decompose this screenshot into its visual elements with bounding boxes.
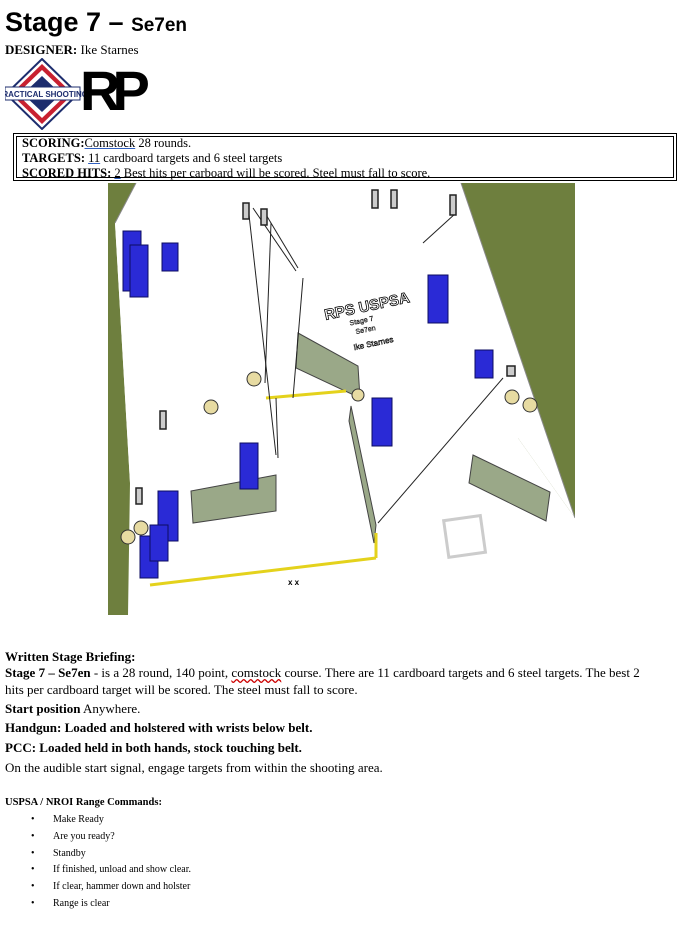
uspsa-logo-text: PRACTICAL SHOOTING [5,90,88,99]
shooting-box [441,513,488,560]
briefing-stage-line: Stage 7 – Se7en - is a 28 round, 140 poi… [5,665,640,680]
pcc-condition: PCC: Loaded held in both hands, stock to… [5,740,302,755]
designer-name: Ike Starnes [80,42,139,57]
hits-line: SCORED HITS: 2 Best hits per carboard wi… [22,166,431,180]
rp-logo: RP [80,59,150,122]
wire-lines [247,205,504,524]
grass-left [108,183,136,615]
start-position: Start position Anywhere. [5,701,141,716]
scoring-line: SCORING:Comstock 28 rounds. [22,136,192,150]
stage-diagram: RPS USPSA Stage 7 Se7en Ike Starnes x x [108,183,575,615]
list-item: •If clear, hammer down and holster [31,881,191,893]
title-stage: Stage 7 – [5,7,132,37]
scoring-box: SCORING:Comstock 28 rounds. TARGETS: 11 … [13,133,677,181]
briefing-stage-line-2: hits per cardboard target will be scored… [5,682,358,697]
range-commands-title: USPSA / NROI Range Commands: [5,797,162,808]
steel-targets [120,371,538,545]
list-item: •Standby [31,847,86,859]
rp-logo-text: RP [80,59,148,122]
sign-line2: Se7en [355,325,376,336]
logos: PRACTICAL SHOOTING [0,57,155,131]
uspsa-logo: PRACTICAL SHOOTING [0,57,88,131]
handgun-condition: Handgun: Loaded and holstered with wrist… [5,720,313,735]
range-commands-list: •Make Ready •Are you ready? •Standby •If… [0,812,191,913]
list-item: •If finished, unload and show clear. [31,864,192,876]
start-signal: On the audible start signal, engage targ… [5,760,383,775]
briefing-heading: Written Stage Briefing: [5,649,136,664]
targets-line: TARGETS: 11 cardboard targets and 6 stee… [22,151,283,165]
list-item: •Are you ready? [31,830,115,842]
fault-lines [149,389,378,587]
designer-line: DESIGNER: Ike Starnes [5,42,139,58]
page-title: Stage 7 – Se7en [5,6,187,42]
title-stage-name: Se7en [131,15,188,36]
list-item: •Range is clear [31,897,110,909]
designer-label: DESIGNER: [5,42,78,57]
list-item: •Make Ready [31,814,104,825]
barrels [122,230,494,579]
target-stands [135,189,516,505]
floor-marks: x x [288,578,300,587]
